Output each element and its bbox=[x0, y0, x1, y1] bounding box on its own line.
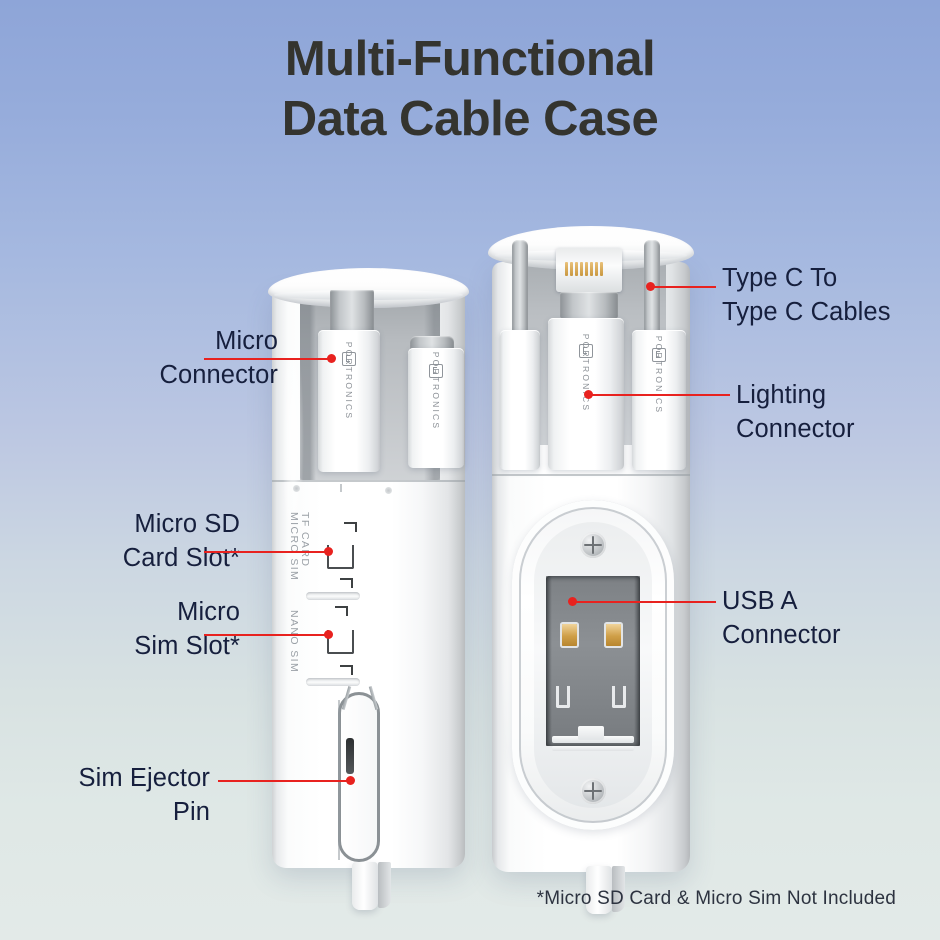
engraving-nano-sim: NANO SIM bbox=[288, 610, 300, 674]
callout-micro-sim-slot: Micro Sim Slot* bbox=[134, 596, 240, 664]
callout-micro-sd-card-slot: Micro SD Card Slot* bbox=[123, 508, 240, 576]
device-right-foot bbox=[586, 866, 612, 914]
type-c-connector-plug-left bbox=[500, 330, 540, 470]
device-right-foot-hook bbox=[612, 866, 625, 912]
callout-line-1: Sim Ejector bbox=[78, 764, 210, 792]
slot-groove bbox=[306, 592, 360, 600]
leader-dot-micro-connector bbox=[327, 354, 336, 363]
seam-line bbox=[492, 474, 690, 476]
callout-line-2: Pin bbox=[172, 797, 210, 826]
portronics-logo-icon bbox=[652, 348, 666, 362]
portronics-logo-icon bbox=[579, 344, 593, 358]
usb-a-gold-contact bbox=[606, 624, 621, 646]
device-left-foot bbox=[352, 862, 378, 910]
callout-line-1: Micro bbox=[215, 327, 278, 355]
brand-text: PORTRONICS bbox=[581, 333, 591, 413]
leader-dot-lighting-connector bbox=[584, 390, 593, 399]
callout-line-1: Type C To bbox=[722, 264, 838, 292]
secondary-connector-plug: PORTRONICS bbox=[408, 348, 464, 468]
slot-tick bbox=[344, 522, 357, 532]
portronics-logo-icon bbox=[342, 352, 356, 366]
screw-top-icon bbox=[580, 532, 606, 558]
callout-usb-a-connector: USB A Connector bbox=[722, 585, 841, 653]
callout-line-1: Micro SD bbox=[134, 510, 240, 538]
leader-dot-usb-a-connector bbox=[568, 597, 577, 606]
engraving-tf-card: TF CARD bbox=[299, 512, 311, 568]
device-left-foot-hook bbox=[378, 862, 391, 908]
usb-a-gold-contact bbox=[562, 624, 577, 646]
screw-bottom-icon bbox=[580, 778, 606, 804]
leader-line-sim-ejector-pin bbox=[218, 780, 351, 782]
callout-line-2: Connector bbox=[736, 414, 855, 443]
micro-sim-slot bbox=[327, 630, 354, 654]
usb-a-base-bar bbox=[552, 746, 634, 751]
usb-a-tab bbox=[612, 686, 626, 708]
callout-sim-ejector-pin: Sim Ejector Pin bbox=[79, 762, 210, 830]
footnote: *Micro SD Card & Micro Sim Not Included bbox=[536, 888, 896, 909]
brand-text: PORTRONICS bbox=[431, 351, 441, 431]
micro-sd-card-slot bbox=[327, 545, 354, 569]
callout-micro-connector: Micro Connector bbox=[159, 325, 278, 393]
callout-line-2: Sim Slot* bbox=[134, 631, 240, 660]
leader-line-micro-connector bbox=[204, 358, 332, 360]
slot-tick bbox=[335, 606, 348, 616]
seam-line bbox=[340, 484, 342, 492]
callout-line-2: Type C Cables bbox=[722, 297, 891, 326]
leader-line-micro-sd-card-slot bbox=[204, 551, 330, 553]
type-c-tongue-left bbox=[512, 240, 528, 340]
lighting-connector-tongue bbox=[560, 292, 618, 318]
sim-ejector-pin bbox=[338, 692, 380, 862]
page-title: Multi-Functional Data Cable Case bbox=[0, 30, 940, 150]
callout-line-1: USB A bbox=[722, 587, 798, 615]
leader-line-lighting-connector bbox=[588, 394, 730, 396]
leader-dot-micro-sim-slot bbox=[324, 630, 333, 639]
lighting-connector-head bbox=[556, 248, 622, 292]
seam-line bbox=[272, 480, 465, 482]
portronics-logo-icon bbox=[429, 364, 443, 378]
callout-line-1: Lighting bbox=[736, 381, 827, 409]
leader-line-micro-sim-slot bbox=[204, 634, 330, 636]
slot-tick bbox=[340, 578, 353, 588]
callout-line-2: Connector bbox=[159, 360, 278, 389]
leader-dot-type-c-cables bbox=[646, 282, 655, 291]
leader-dot-micro-sd-card-slot bbox=[324, 547, 333, 556]
usb-a-center-notch bbox=[578, 726, 604, 740]
callout-line-2: Card Slot* bbox=[122, 543, 240, 572]
callout-type-c-cables: Type C To Type C Cables bbox=[722, 262, 891, 330]
brand-text: PORTRONICS bbox=[654, 335, 664, 415]
leader-line-usb-a-connector bbox=[572, 601, 716, 603]
sim-ejector-pin-grip bbox=[346, 738, 354, 774]
callout-line-1: Micro bbox=[177, 598, 240, 626]
leader-dot-sim-ejector-pin bbox=[346, 776, 355, 785]
title-line-1: Multi-Functional bbox=[284, 32, 656, 86]
brand-text: PORTRONICS bbox=[344, 341, 354, 421]
slot-tick bbox=[340, 665, 353, 675]
lighting-pins-icon bbox=[565, 262, 603, 276]
usb-a-connector-port bbox=[546, 576, 640, 746]
usb-a-tab bbox=[556, 686, 570, 708]
callout-lighting-connector: Lighting Connector bbox=[736, 379, 855, 447]
title-line-2: Data Cable Case bbox=[281, 91, 659, 146]
dimple bbox=[385, 487, 392, 494]
dimple bbox=[293, 485, 300, 492]
callout-line-2: Connector bbox=[722, 620, 841, 649]
type-c-connector-plug-right: PORTRONICS bbox=[632, 330, 686, 470]
leader-line-type-c-cables bbox=[650, 286, 716, 288]
micro-connector-plug: PORTRONICS bbox=[318, 330, 380, 472]
slot-groove bbox=[306, 678, 360, 686]
